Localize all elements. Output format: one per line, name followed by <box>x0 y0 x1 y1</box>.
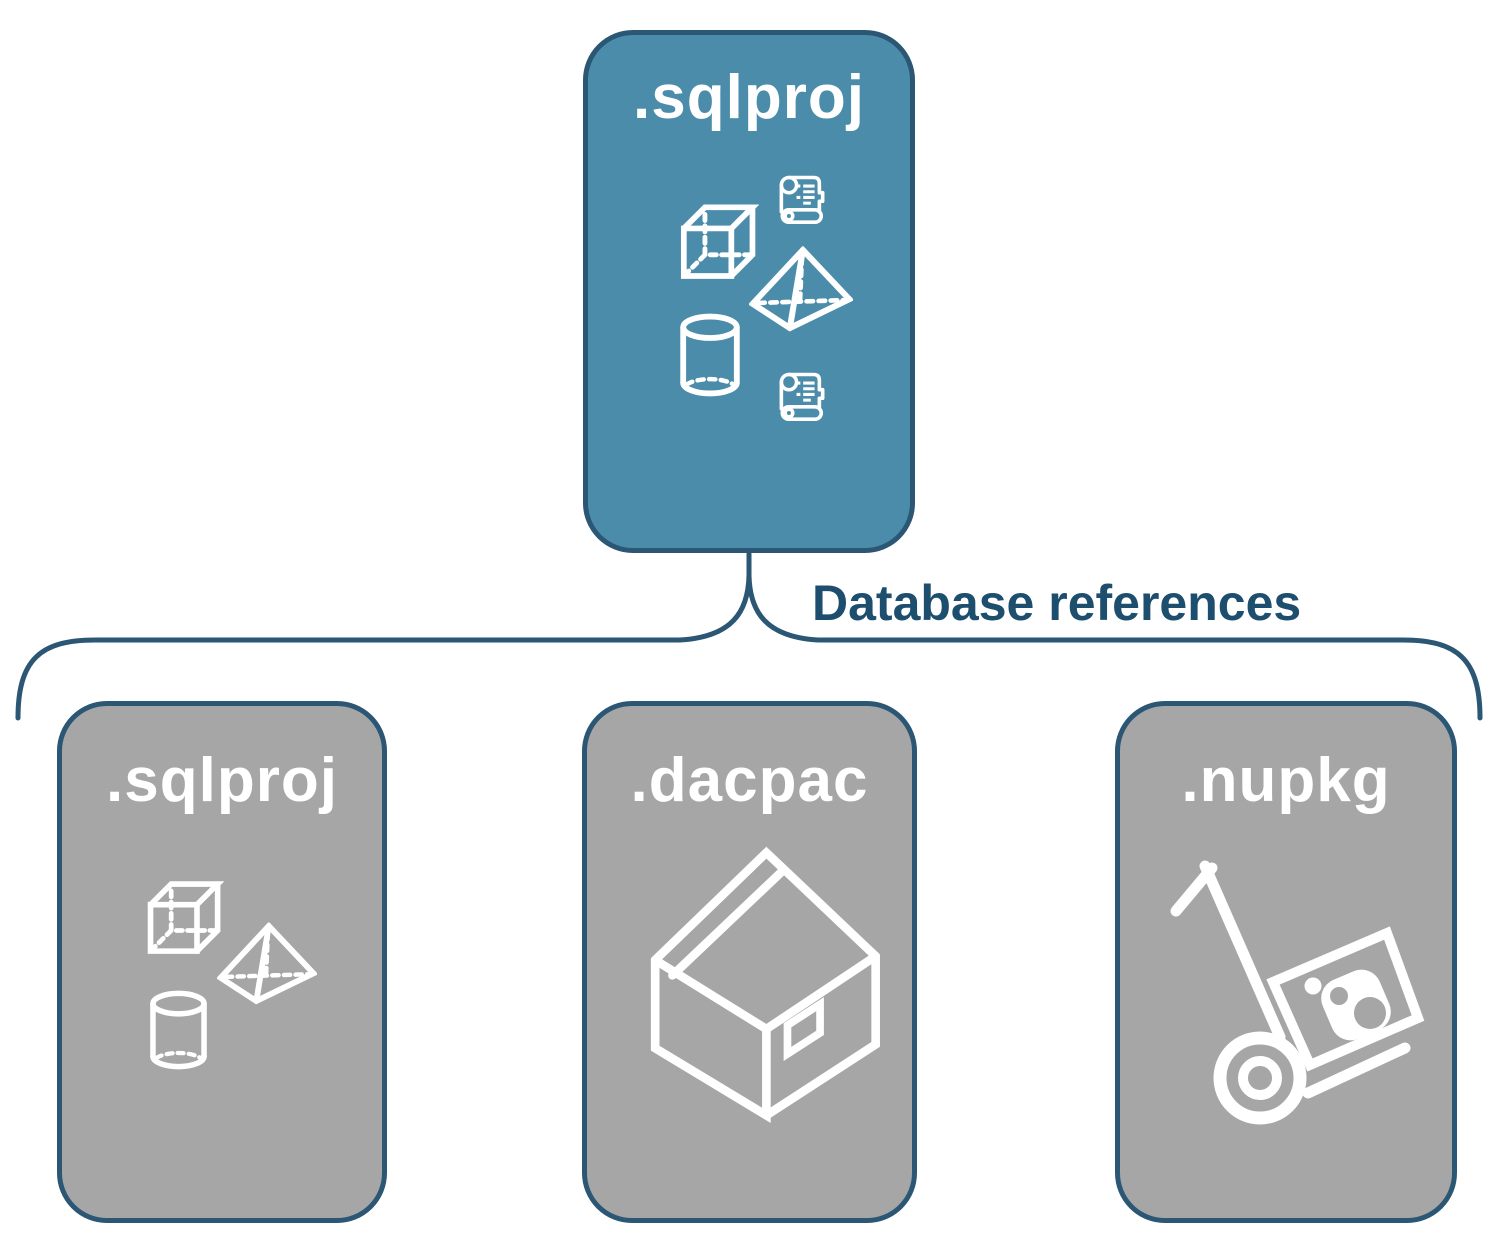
node-nupkg: .nupkg <box>1115 701 1457 1223</box>
cube-icon <box>671 195 760 283</box>
pyramid-icon <box>217 917 317 1010</box>
pyramid-icon <box>749 243 853 335</box>
cylinder-icon <box>145 990 212 1070</box>
node-label: .nupkg <box>1181 746 1391 815</box>
cylinder-icon <box>675 313 745 397</box>
package-box-icon <box>650 846 880 1123</box>
node-label: .dacpac <box>630 746 869 815</box>
scroll-icon <box>768 365 827 422</box>
node-label: .sqlproj <box>106 746 338 815</box>
node-dacpac: .dacpac <box>582 701 917 1223</box>
node-sqlproj-child: .sqlproj <box>57 701 387 1223</box>
node-label: .sqlproj <box>633 63 865 132</box>
cube-icon <box>138 872 225 958</box>
node-sqlproj-root: .sqlproj <box>583 30 915 553</box>
hand-truck-nuget-icon <box>1170 860 1425 1125</box>
edge-label-database-references: Database references <box>812 575 1302 631</box>
scroll-icon <box>768 168 827 225</box>
